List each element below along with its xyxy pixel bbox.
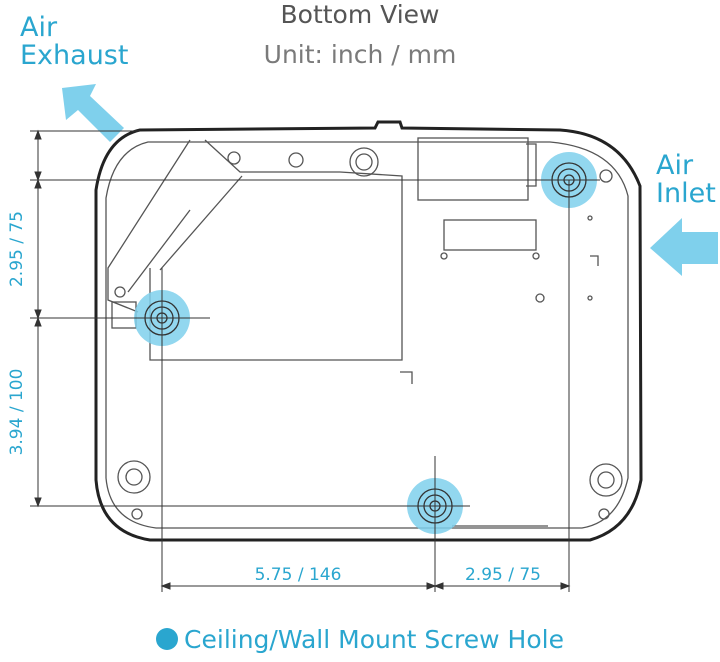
projector-body [94,120,643,542]
air-inlet-line1: Air [656,150,694,181]
dim-bottom-right: 2.95 / 75 [465,565,541,585]
legend-text: Ceiling/Wall Mount Screw Hole [184,625,564,654]
diagram-title: Bottom View [280,0,440,29]
legend: Ceiling/Wall Mount Screw Hole [0,625,720,654]
air-inlet-label: Air Inlet [656,152,716,208]
dim-bottom-left: 5.75 / 146 [255,565,342,585]
dim-left-lower: 3.94 / 100 [7,369,27,456]
dimension-lines [34,129,571,590]
screw-hole-dot-icon [156,628,179,650]
air-exhaust-arrow [62,84,124,142]
air-exhaust-label: Air Exhaust [20,14,128,70]
extension-lines [30,130,600,592]
interior-features [107,137,623,527]
unit-label: Unit: inch / mm [263,40,457,69]
air-exhaust-line2: Exhaust [20,40,129,71]
air-inlet-arrow [650,218,718,276]
dim-left-upper: 2.95 / 75 [7,211,27,287]
air-inlet-line2: Inlet [656,178,716,209]
air-exhaust-line1: Air [20,12,58,43]
